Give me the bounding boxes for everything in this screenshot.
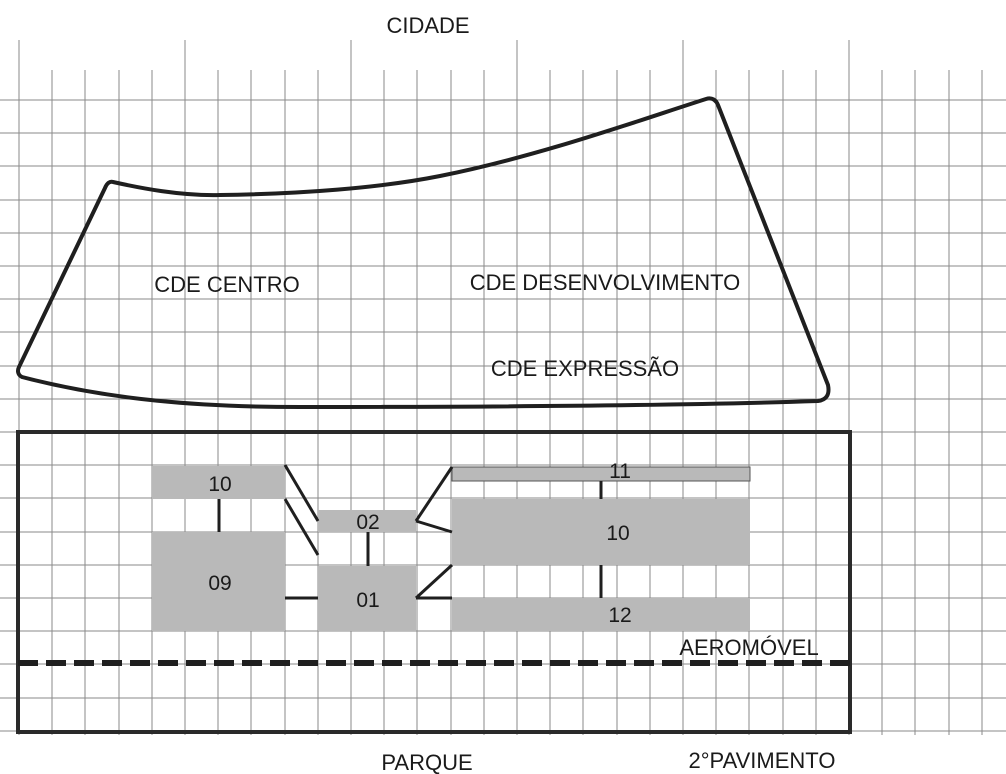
bottom-label: PARQUE [381,750,472,774]
zone-desenvolvimento-label: CDE DESENVOLVIMENTO [470,270,741,295]
block-10-left [152,466,285,499]
connector-02-10 [415,519,453,534]
connector-02-11 [414,466,454,522]
block-10-right [452,499,750,565]
connector-10-02-b [283,498,320,556]
block-10-left-label: 10 [208,473,231,496]
block-02-label: 02 [356,511,379,534]
block-02 [318,510,416,532]
floor-frame [16,430,852,734]
block-09 [152,532,285,631]
block-12 [452,598,750,631]
block-01-label: 01 [356,589,379,612]
cde-zone-outline [16,96,831,409]
aeromovel-label: AEROMÓVEL [679,635,818,660]
block-11 [451,466,751,482]
block-01 [318,566,416,631]
block-09-label: 09 [208,572,231,595]
block-12-label: 12 [608,604,631,627]
top-label: CIDADE [386,13,469,38]
connector-01-10 [414,563,454,600]
floor-label: 2°PAVIMENTO [689,748,836,773]
zone-expressao-label: CDE EXPRESSÃO [491,356,679,381]
connector-10-02-a [283,464,320,522]
block-10-right-label: 10 [606,522,629,545]
zone-centro-label: CDE CENTRO [154,272,299,297]
block-11-label: 11 [609,460,631,483]
